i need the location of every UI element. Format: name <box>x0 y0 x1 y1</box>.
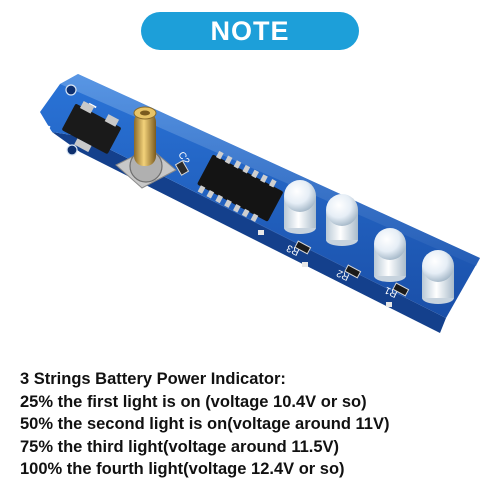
ic-chip <box>197 150 283 222</box>
caption-line-100: 100% the fourth light(voltage 12.4V or s… <box>20 460 345 478</box>
led-2 <box>326 194 358 246</box>
pcb-highlight <box>60 74 480 266</box>
potentiometer <box>115 106 177 189</box>
caption-block: 3 Strings Battery Power Indicator: 25% t… <box>20 368 490 481</box>
led-3 <box>374 228 406 282</box>
caption-line-75: 75% the third light(voltage around 11.5V… <box>20 437 340 456</box>
caption-title: 3 Strings Battery Power Indicator: <box>20 370 286 388</box>
smd-resistor <box>392 282 410 297</box>
mount-hole <box>65 84 77 96</box>
caption-line-50: 50% the second light is on(voltage aroun… <box>20 415 390 433</box>
smd-capacitor <box>174 160 190 176</box>
mount-hole <box>66 144 78 156</box>
note-banner-text: NOTE <box>210 15 290 46</box>
regulator-chip <box>62 100 121 154</box>
note-banner: NOTE <box>141 12 359 50</box>
caption-line-25: 25% the first light is on (voltage 10.4V… <box>20 392 367 411</box>
smd-resistor <box>294 240 312 255</box>
smd-resistor <box>344 264 362 279</box>
led-4 <box>422 250 454 304</box>
solder-pads <box>258 230 392 307</box>
product-photo: − + C2 R3 R2 R1 <box>38 74 480 333</box>
led-1 <box>284 180 316 234</box>
